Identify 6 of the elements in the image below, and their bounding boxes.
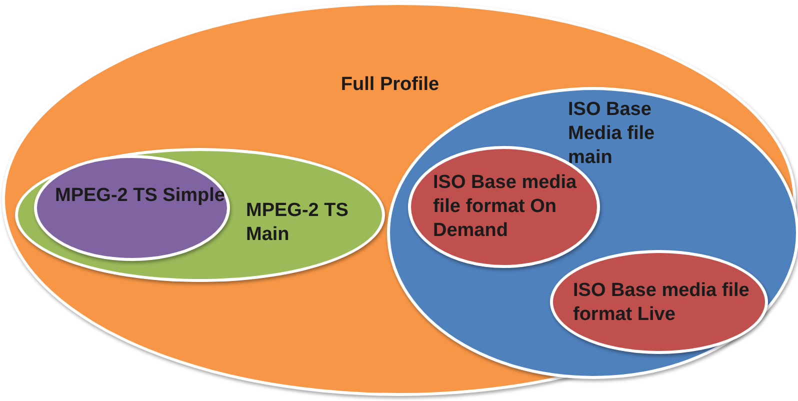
set-label: ISO Base media file format Live <box>573 279 750 327</box>
set-label: ISO Base media file format On Demand <box>433 171 578 243</box>
set-label: Full Profile <box>340 73 440 97</box>
set-label: ISO Base Media file main <box>568 98 656 170</box>
set-label: MPEG-2 TS Main <box>246 199 350 247</box>
set-label: MPEG-2 TS Simple <box>55 184 225 208</box>
